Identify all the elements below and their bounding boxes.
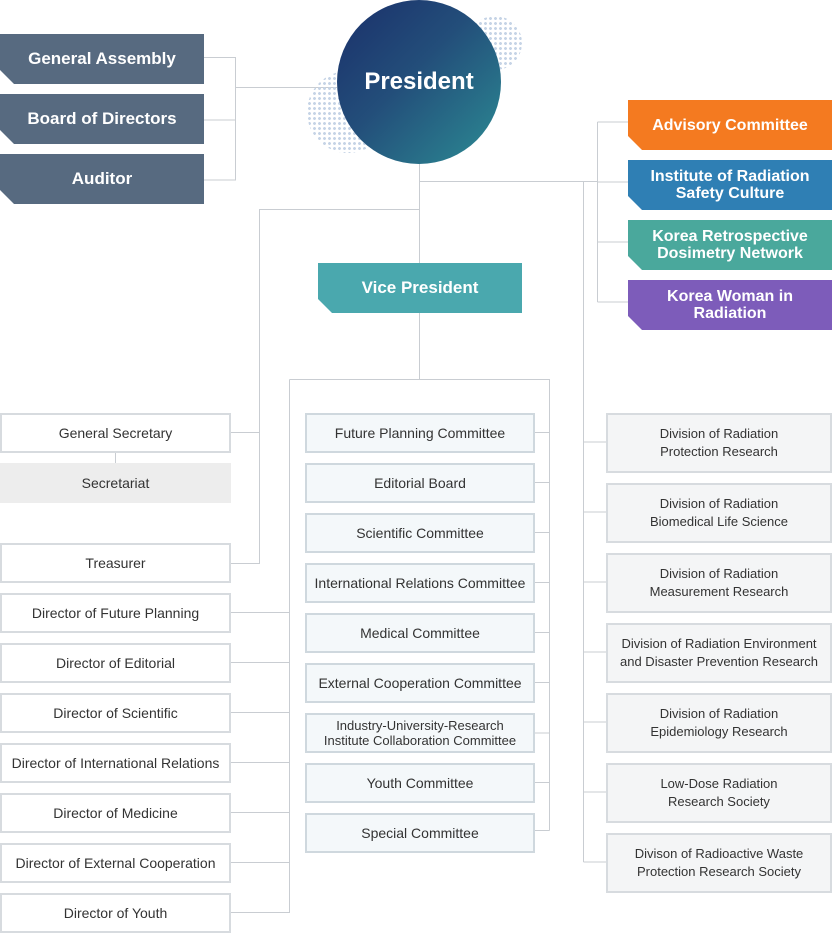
division-label: Division of Radiation	[659, 566, 779, 581]
treasurer-box[interactable]: Treasurer	[0, 543, 231, 583]
affiliate-label: Dosimetry Network	[657, 245, 803, 262]
vice-president-label: Vice President	[361, 278, 479, 297]
committee-label: International Relations Committee	[314, 575, 526, 591]
corner-notch	[628, 196, 642, 210]
affiliate-label: Korea Retrospective	[652, 228, 808, 245]
corner-notch	[0, 130, 14, 144]
division-label: Epidemiology Research	[650, 724, 788, 739]
general-secretary-label: General Secretary	[58, 425, 173, 441]
division-label: Division of Radiation	[659, 426, 779, 441]
auditor-label: Auditor	[71, 169, 133, 188]
director-box[interactable]: Director of Scientific	[0, 693, 231, 733]
director-label: Director of Future Planning	[31, 605, 200, 621]
division-label: Divison of Radioactive Waste	[634, 846, 804, 861]
treasurer-label: Treasurer	[85, 555, 146, 571]
corner-notch	[628, 256, 642, 270]
general-assembly-label: General Assembly	[28, 49, 176, 68]
division-label: Protection Research	[660, 444, 778, 459]
vice-president-box[interactable]: Vice President	[318, 263, 522, 313]
corner-notch	[0, 190, 14, 204]
committee-label: Future Planning Committee	[334, 425, 506, 441]
director-box[interactable]: Director of Future Planning	[0, 593, 231, 633]
board-of-directors-label: Board of Directors	[27, 109, 177, 128]
committee-box[interactable]: External Cooperation Committee	[305, 663, 535, 703]
committee-box[interactable]: Editorial Board	[305, 463, 535, 503]
division-label: Protection Research Society	[636, 864, 802, 879]
corner-notch	[318, 299, 332, 313]
committee-box[interactable]: Special Committee	[305, 813, 535, 853]
committee-label: Youth Committee	[366, 775, 474, 791]
director-box[interactable]: Director of Editorial	[0, 643, 231, 683]
division-label: Division of Radiation Environment	[621, 636, 817, 651]
director-box[interactable]: Director of Medicine	[0, 793, 231, 833]
committee-box[interactable]: Medical Committee	[305, 613, 535, 653]
division-label: Low-Dose Radiation	[660, 776, 778, 791]
committee-label: Institute Collaboration Committee	[323, 733, 517, 748]
affiliate-label: Institute of Radiation	[650, 168, 810, 185]
director-box[interactable]: Director of External Cooperation	[0, 843, 231, 883]
committee-label: Industry-University-Research	[336, 718, 504, 733]
affiliate-label: Advisory Committee	[652, 116, 808, 134]
division-label: Measurement Research	[649, 584, 789, 599]
advisory-committee-box[interactable]: Advisory Committee	[628, 100, 832, 150]
director-label: Director of Medicine	[53, 805, 178, 821]
affiliate-label: Safety Culture	[675, 185, 785, 202]
committee-label: Scientific Committee	[356, 525, 484, 541]
committee-label: External Cooperation Committee	[318, 675, 522, 691]
director-label: Director of Scientific	[53, 705, 178, 721]
board-of-directors-box[interactable]: Board of Directors	[0, 94, 204, 144]
director-box[interactable]: Director of International Relations	[0, 743, 231, 783]
committee-label: Medical Committee	[360, 625, 480, 641]
auditor-box[interactable]: Auditor	[0, 154, 204, 204]
division-label: Biomedical Life Science	[649, 514, 789, 529]
corner-notch	[628, 316, 642, 330]
director-label: Director of External Cooperation	[15, 855, 216, 871]
committee-label: Editorial Board	[374, 475, 466, 491]
committee-box[interactable]: Scientific Committee	[305, 513, 535, 553]
committee-box[interactable]: International Relations Committee	[305, 563, 535, 603]
corner-notch	[0, 70, 14, 84]
president-label: President	[364, 68, 474, 95]
committee-box[interactable]: Youth Committee	[305, 763, 535, 803]
secretariat-label: Secretariat	[81, 475, 150, 491]
committee-label: Special Committee	[361, 825, 479, 841]
general-assembly-box[interactable]: General Assembly	[0, 34, 204, 84]
president-circle[interactable]: President	[337, 0, 501, 164]
division-label: Division of Radiation	[659, 496, 779, 511]
secretariat-box[interactable]: Secretariat	[0, 463, 231, 503]
committee-box[interactable]: Future Planning Committee	[305, 413, 535, 453]
director-label: Director of Editorial	[55, 655, 176, 671]
director-label: Director of International Relations	[11, 755, 220, 771]
division-label: Division of Radiation	[659, 706, 779, 721]
corner-notch	[628, 136, 642, 150]
division-label: Research Society	[668, 794, 770, 809]
general-secretary-box[interactable]: General Secretary	[0, 413, 231, 453]
director-label: Director of Youth	[63, 905, 168, 921]
division-label: and Disaster Prevention Research	[620, 654, 818, 669]
director-box[interactable]: Director of Youth	[0, 893, 231, 933]
affiliate-label: Korea Woman in	[667, 288, 793, 305]
affiliate-label: Radiation	[693, 305, 767, 322]
division-box[interactable]: Division of Radiation Environment and Dis…	[606, 623, 832, 683]
